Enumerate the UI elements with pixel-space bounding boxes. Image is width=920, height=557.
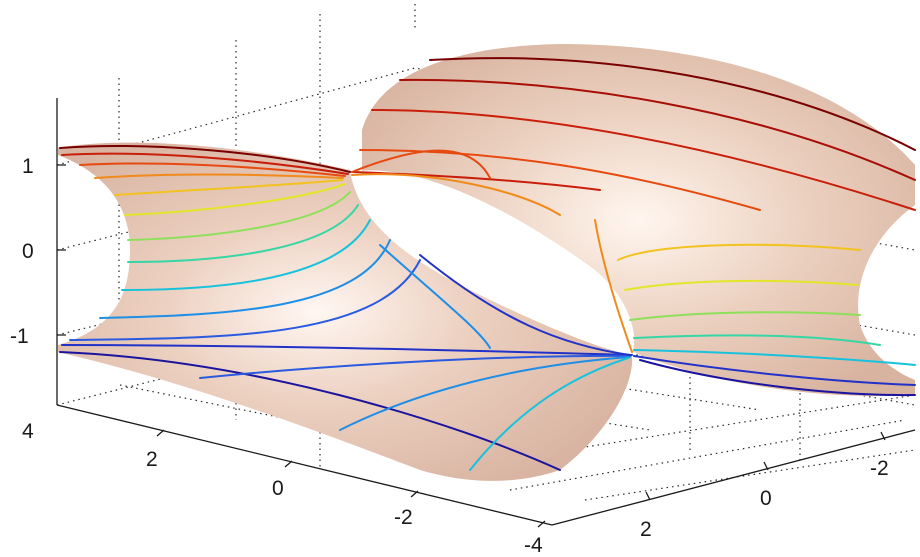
z-tick-label: -1 xyxy=(10,325,29,348)
contour-line xyxy=(594,219,633,353)
contour-line xyxy=(371,109,916,211)
contour-line xyxy=(61,152,349,175)
surface xyxy=(58,44,915,481)
contour-line xyxy=(359,149,761,211)
z-tick-label: 0 xyxy=(22,240,34,263)
contour-line xyxy=(399,78,916,181)
contour-line xyxy=(69,259,421,341)
z-tick-label: 1 xyxy=(22,155,34,178)
contour-line xyxy=(127,191,351,241)
x-tick-labels: 4 2 0 -2 -4 xyxy=(22,420,543,557)
contour-line xyxy=(351,171,601,191)
contour-line xyxy=(639,359,916,397)
contour-line xyxy=(339,356,631,431)
z-tick-labels: 1 0 -1 xyxy=(10,155,34,348)
contour-line xyxy=(94,173,344,179)
contour-line xyxy=(199,354,631,379)
x-tick-label: 4 xyxy=(22,420,34,443)
y-tick-label: -2 xyxy=(870,457,889,480)
contour-line xyxy=(379,244,491,349)
contour-line xyxy=(79,162,346,177)
contour-line xyxy=(59,351,561,471)
contour-line xyxy=(633,349,916,366)
contour-line xyxy=(633,355,916,386)
surface-front-left xyxy=(58,142,633,481)
y-axis-line xyxy=(551,429,916,526)
contour-line xyxy=(419,254,631,356)
contour-lines xyxy=(59,57,916,471)
contour-line xyxy=(351,149,491,179)
contour-line xyxy=(127,204,359,263)
surface-back-right xyxy=(362,44,915,396)
contour-line xyxy=(99,239,391,319)
contour-line xyxy=(624,279,859,291)
contour-line xyxy=(114,179,343,196)
x-tick-label: 2 xyxy=(146,448,158,471)
axes xyxy=(56,98,916,528)
contour-line xyxy=(469,357,629,471)
y-tick-label: 0 xyxy=(760,487,772,510)
contour-line xyxy=(429,57,916,151)
x-tick-label: -2 xyxy=(394,506,413,529)
x-tick-label: 0 xyxy=(272,477,284,500)
contour-line xyxy=(121,219,371,291)
contour-line xyxy=(61,344,633,356)
contour-line xyxy=(633,334,881,346)
contour-line xyxy=(629,311,861,321)
surface-opening xyxy=(350,170,635,355)
contour-line xyxy=(351,173,561,216)
y-tick-label: 2 xyxy=(640,518,652,541)
contour-line xyxy=(617,243,861,261)
x-tick-label: -4 xyxy=(524,534,543,557)
y-tick-labels: 2 0 -2 xyxy=(640,457,889,541)
contour-line xyxy=(124,183,346,216)
x-axis-line xyxy=(56,404,553,526)
contour-line xyxy=(59,145,351,173)
